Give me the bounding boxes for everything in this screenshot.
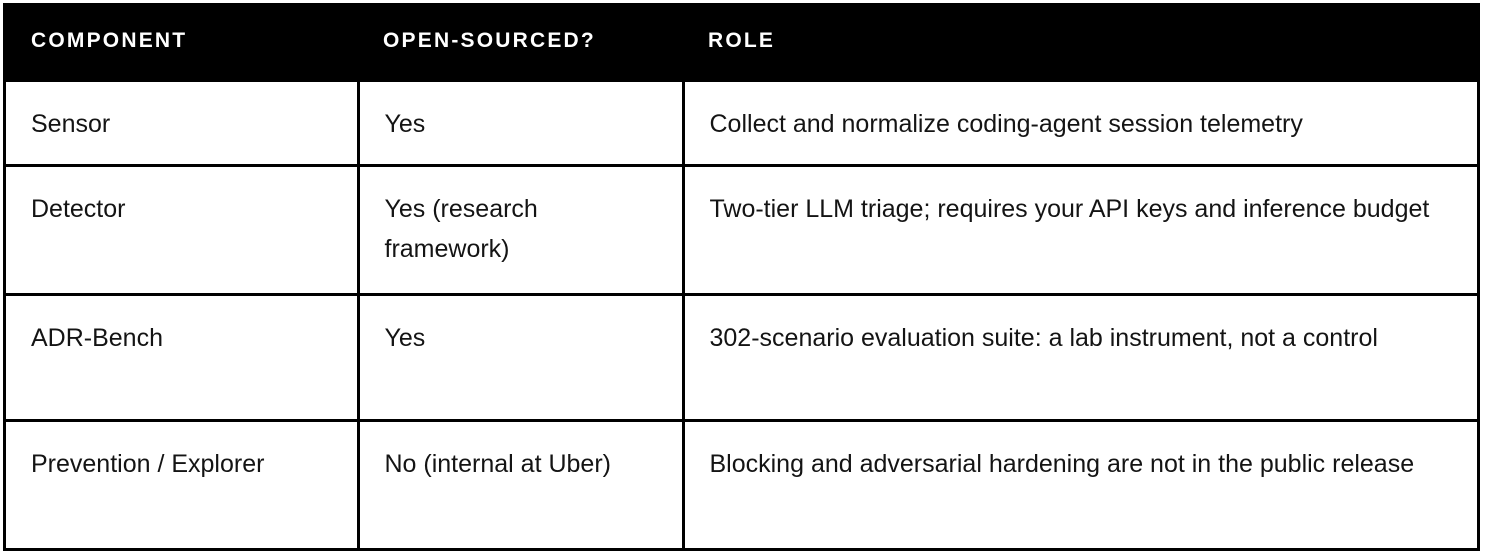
cell-component: Sensor — [6, 78, 358, 165]
cell-open-sourced: Yes — [356, 78, 683, 165]
cell-open-sourced: No (internal at Uber) — [356, 418, 683, 548]
cell-role: 302-scenario evaluation suite: a lab ins… — [681, 292, 1477, 420]
cell-open-sourced: Yes (research framework) — [356, 163, 683, 294]
cell-component: ADR-Bench — [6, 292, 358, 420]
cell-component: Detector — [6, 163, 358, 294]
table-row: Prevention / Explorer No (internal at Ub… — [6, 418, 1477, 548]
column-header-component: COMPONENT — [6, 3, 358, 80]
components-table: COMPONENT OPEN-SOURCED? ROLE Sensor Yes … — [6, 3, 1477, 548]
table-body: Sensor Yes Collect and normalize coding-… — [6, 78, 1477, 548]
table-header: COMPONENT OPEN-SOURCED? ROLE — [6, 3, 1477, 80]
table-row: Sensor Yes Collect and normalize coding-… — [6, 78, 1477, 165]
cell-component: Prevention / Explorer — [6, 418, 358, 548]
cell-open-sourced: Yes — [356, 292, 683, 420]
column-header-open-sourced: OPEN-SOURCED? — [358, 3, 683, 80]
table-row: Detector Yes (research framework) Two-ti… — [6, 163, 1477, 294]
cell-role: Two-tier LLM triage; requires your API k… — [681, 163, 1477, 294]
header-row: COMPONENT OPEN-SOURCED? ROLE — [6, 3, 1477, 80]
cell-role: Blocking and adversarial hardening are n… — [681, 418, 1477, 548]
components-table-container: COMPONENT OPEN-SOURCED? ROLE Sensor Yes … — [3, 3, 1480, 551]
table-row: ADR-Bench Yes 302-scenario evaluation su… — [6, 292, 1477, 420]
column-header-role: ROLE — [683, 3, 1477, 80]
cell-role: Collect and normalize coding-agent sessi… — [681, 78, 1477, 165]
